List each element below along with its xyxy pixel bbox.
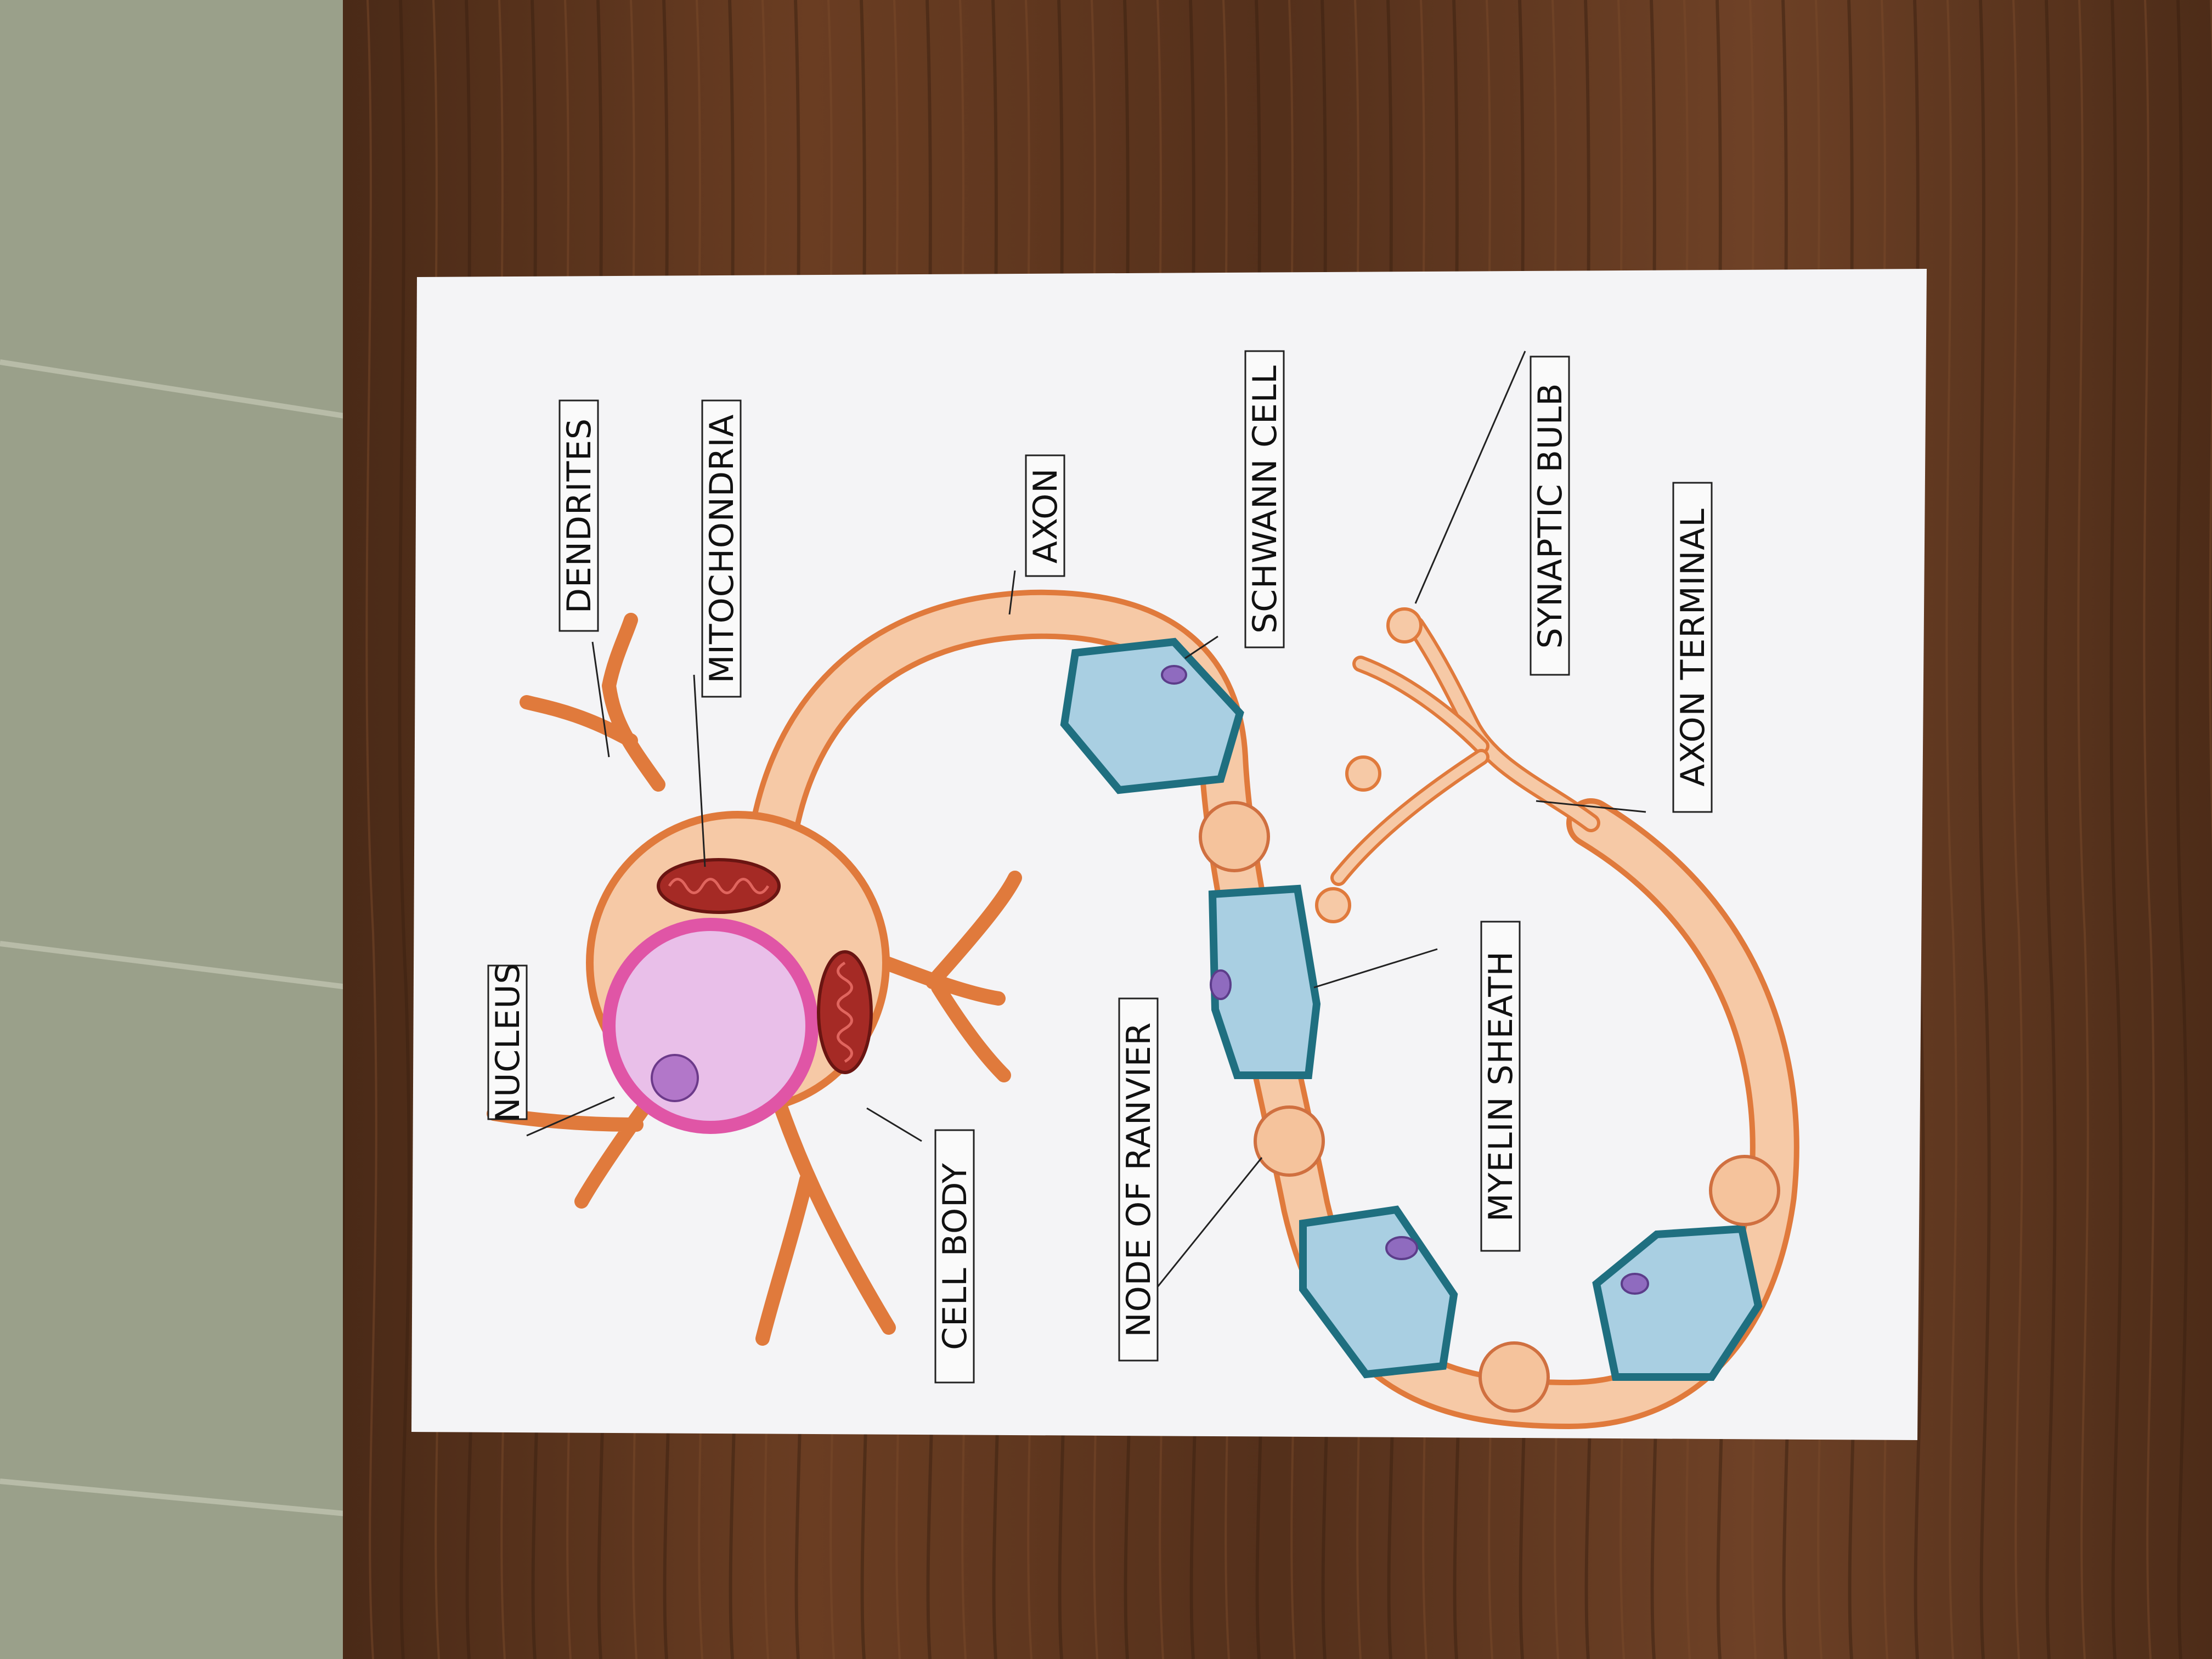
axon-terminal-branches	[1315, 607, 1600, 923]
label-dendrites: DENDRITES	[558, 399, 599, 632]
label-myelin-sheath: MYELIN SHEATH	[1480, 921, 1521, 1252]
label-nucleus: NUCLEUS	[487, 962, 528, 1122]
nodes-of-ranvier	[1199, 801, 1780, 1413]
node-of-ranvier	[1479, 1341, 1550, 1413]
node-of-ranvier	[1199, 801, 1270, 872]
synaptic-bulb	[1386, 607, 1423, 644]
schwann-cell	[1060, 637, 1244, 794]
mitochondrion-cristae	[837, 961, 853, 1063]
synaptic-bulb	[1315, 887, 1351, 923]
synaptic-bulb	[1345, 755, 1381, 792]
nucleus	[602, 918, 819, 1134]
label-axon-terminal: AXON TERMINAL	[1672, 482, 1713, 813]
label-synaptic-bulb: SYNAPTIC BULB	[1530, 356, 1570, 676]
label-mitochondria: MITOCHONDRIA	[701, 399, 742, 698]
pointer-lines	[526, 351, 1646, 1328]
floor-seam	[0, 1479, 352, 1517]
dendrites	[487, 613, 1022, 1346]
floor-seam	[0, 359, 352, 420]
floor-seam	[0, 941, 352, 990]
floor-tiles	[0, 0, 351, 1659]
node-of-ranvier	[1254, 1105, 1325, 1177]
label-schwann-cell-text: SCHWANN CELL	[1246, 365, 1284, 634]
label-axon: AXON	[1025, 454, 1065, 577]
label-node-of-ranvier-text: NODE OF RANVIER	[1120, 1022, 1158, 1338]
schwann-cell	[1592, 1224, 1763, 1381]
label-node-of-ranvier: NODE OF RANVIER	[1118, 997, 1159, 1362]
schwann-cell	[1208, 884, 1321, 1079]
label-cell-body-text: CELL BODY	[936, 1163, 974, 1350]
label-dendrites-text: DENDRITES	[560, 418, 599, 613]
mitochondrion-cristae	[668, 878, 770, 894]
label-nucleus-text: NUCLEUS	[489, 962, 527, 1122]
label-schwann-cell: SCHWANN CELL	[1244, 350, 1285, 648]
label-mitochondria-text: MITOCHONDRIA	[703, 414, 741, 683]
label-cell-body: CELL BODY	[934, 1129, 975, 1384]
label-axon-terminal-text: AXON TERMINAL	[1674, 508, 1712, 787]
nucleolus	[651, 1054, 699, 1102]
label-axon-text: AXON	[1026, 468, 1065, 563]
schwann-cells	[1060, 637, 1763, 1381]
label-myelin-sheath-text: MYELIN SHEATH	[1482, 951, 1520, 1222]
node-of-ranvier	[1709, 1155, 1780, 1226]
label-synaptic-bulb-text: SYNAPTIC BULB	[1531, 383, 1570, 649]
schwann-nuclei	[1161, 665, 1649, 1295]
